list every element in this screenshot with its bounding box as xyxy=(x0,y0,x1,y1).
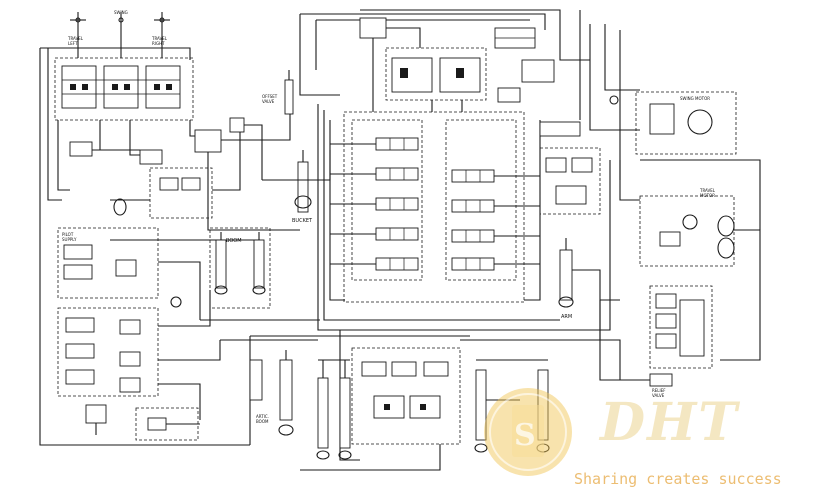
joystick-travel-right xyxy=(154,12,170,32)
watermark-tagline: Sharing creates success xyxy=(574,470,782,488)
label-swing-motor: SWING MOTOR xyxy=(680,96,710,101)
watermark-logo: S xyxy=(484,388,572,476)
watermark: S DHT Sharing creates success xyxy=(484,388,782,488)
svg-text:S: S xyxy=(514,418,536,453)
label-swing: SWING xyxy=(114,10,128,15)
label-boom: BOOM xyxy=(226,238,242,244)
label-arm: ARM xyxy=(561,314,572,320)
joystick-swing xyxy=(118,12,124,32)
joystick-travel-left xyxy=(70,12,86,32)
schematic-lines xyxy=(39,9,761,471)
watermark-brand: DHT xyxy=(598,392,740,453)
label-arctic-boom: ARTIC.BOOM xyxy=(256,414,269,424)
label-bucket: BUCKET xyxy=(292,218,313,224)
